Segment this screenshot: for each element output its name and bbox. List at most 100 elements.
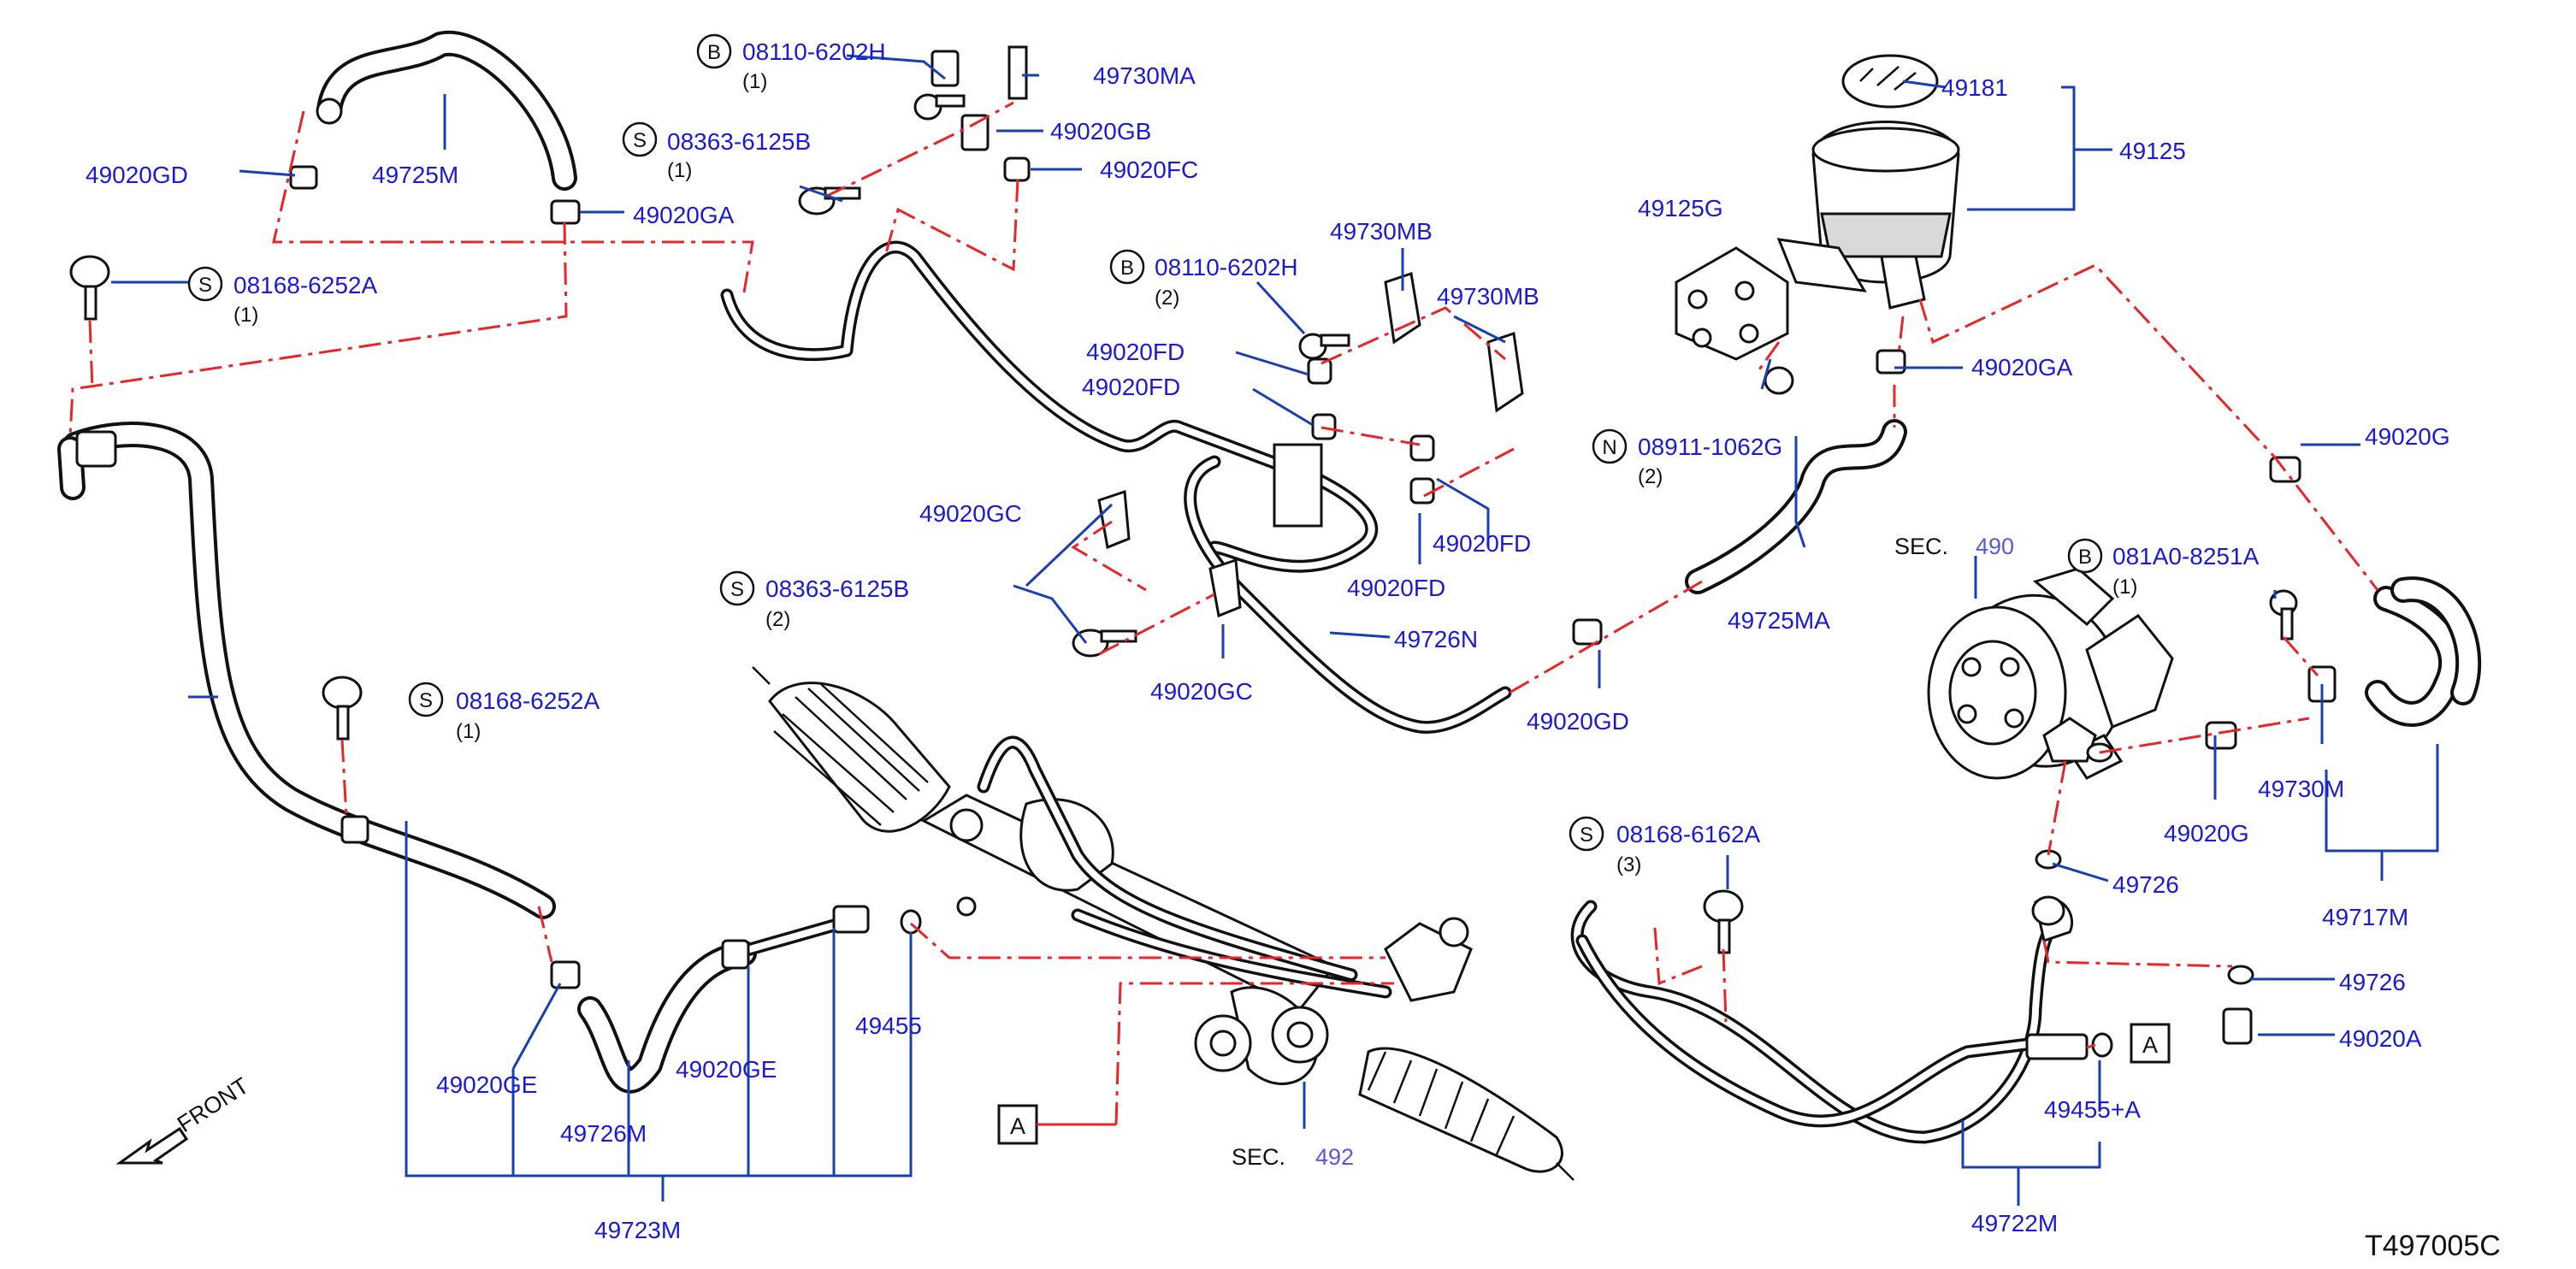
qty-s2: (1) — [233, 304, 258, 327]
section-refs: SEC. 490 SEC. 492 — [1232, 534, 2014, 1170]
label-49020GD-left: 49020GD — [86, 162, 188, 188]
part-b1: 08110-6202H — [742, 38, 886, 65]
drawing-number: T497005C — [2365, 1230, 2501, 1262]
callout-s1: S 08363-6125B (1) — [622, 121, 811, 182]
ref-box-a-right-label: A — [2142, 1032, 2158, 1058]
badge-s2: S — [198, 274, 212, 297]
pipe-49723M — [57, 422, 556, 919]
label-49722M: 49722M — [1971, 1210, 2058, 1237]
sec-prefix-pump: SEC. — [1894, 534, 1948, 559]
part-s4: 08168-6252A — [456, 688, 600, 714]
part-b2: 08110-6202H — [1155, 254, 1298, 280]
part-s3: 08363-6125B — [765, 575, 909, 602]
pipe-49722M — [1570, 900, 2068, 1144]
part-labels: 49181 49125 49125G 49020GA 49020G 49725M… — [86, 62, 2450, 1243]
label-49725M: 49725M — [372, 162, 458, 188]
front-arrow-icon — [115, 1126, 189, 1165]
steering-gear-assembly — [752, 666, 1575, 1181]
label-49726N: 49726N — [1394, 626, 1478, 652]
part-n1: 08911-1062G — [1638, 434, 1782, 460]
label-49730MB-b: 49730MB — [1437, 283, 1539, 310]
badge-s5: S — [1580, 823, 1593, 847]
power-steering-pump — [1927, 567, 2174, 780]
label-49020G-top: 49020G — [2365, 423, 2450, 450]
ref-box-a-right: A — [2130, 1023, 2171, 1064]
label-49723M: 49723M — [594, 1217, 681, 1243]
label-49717M: 49717M — [2322, 904, 2408, 930]
badge-s4: S — [419, 689, 433, 712]
qty-s1: (1) — [667, 159, 692, 182]
callout-b3: B 081A0-8251A (1) — [2067, 538, 2260, 599]
part-s5: 08168-6162A — [1616, 821, 1760, 847]
hose-49726M — [577, 912, 862, 1094]
label-49730MB-a: 49730MB — [1330, 218, 1433, 245]
part-s1: 08363-6125B — [667, 128, 811, 155]
front-label: FRONT — [173, 1072, 253, 1137]
ref-box-a-left-label: A — [1010, 1113, 1025, 1139]
leader-lines — [111, 54, 2439, 1206]
qty-b1: (1) — [742, 70, 767, 93]
label-49020GE-1: 49020GE — [436, 1071, 537, 1098]
pipe-upper-return — [720, 240, 1379, 573]
label-49020GC-2: 49020GC — [1150, 678, 1253, 705]
label-49020A: 49020A — [2339, 1025, 2422, 1052]
qty-s3: (2) — [765, 608, 790, 631]
label-49020FD-3: 49020FD — [1433, 530, 1531, 557]
label-49020G-low: 49020G — [2164, 820, 2249, 847]
label-49020FD-2: 49020FD — [1082, 374, 1180, 400]
callout-n1: N 08911-1062G (2) — [1592, 428, 1782, 488]
callout-s3: S 08363-6125B (2) — [719, 570, 909, 631]
label-49020GB: 49020GB — [1050, 118, 1151, 145]
front-indicator: FRONT — [115, 1072, 253, 1165]
label-49020GD-mid: 49020GD — [1527, 708, 1629, 735]
sec-492: 492 — [1315, 1144, 1354, 1170]
badge-b1: B — [707, 41, 721, 64]
hose-49717M — [2365, 576, 2482, 727]
label-49125G: 49125G — [1638, 195, 1723, 221]
callout-s2: S 08168-6252A (1) — [187, 266, 377, 327]
callout-b2: B 08110-6202H (2) — [1109, 249, 1298, 310]
bolt-callouts: B 08110-6202H (1) S 08363-6125B (1) S 08… — [187, 33, 2260, 876]
label-49020GC-1: 49020GC — [919, 500, 1022, 527]
centerlines — [68, 101, 2379, 1125]
label-49181: 49181 — [1941, 74, 2008, 101]
callout-s4: S 08168-6252A (1) — [408, 682, 600, 743]
label-49020FD-4: 49020FD — [1347, 575, 1445, 601]
part-b3: 081A0-8251A — [2112, 543, 2260, 570]
hose-49725M — [316, 30, 577, 191]
label-49455A: 49455+A — [2044, 1096, 2141, 1123]
label-49020FC: 49020FC — [1100, 156, 1198, 183]
label-49020FD-1: 49020FD — [1086, 339, 1185, 365]
label-49020GE-2: 49020GE — [676, 1056, 777, 1083]
badge-b3: B — [2078, 546, 2092, 569]
badge-b2: B — [1120, 257, 1134, 280]
label-49725MA: 49725MA — [1728, 607, 1830, 634]
label-49726-b: 49726 — [2339, 969, 2406, 995]
label-49726M: 49726M — [560, 1120, 647, 1147]
label-49730M: 49730M — [2258, 776, 2344, 802]
qty-s5: (3) — [1616, 853, 1641, 876]
reservoir-assembly — [1776, 54, 1960, 310]
sec-490: 490 — [1976, 534, 2014, 559]
ref-box-a-left: A — [997, 1104, 1116, 1145]
qty-b2: (2) — [1155, 286, 1179, 310]
badge-s3: S — [730, 578, 744, 601]
part-s2: 08168-6252A — [233, 272, 377, 298]
pipe-49726N — [1184, 455, 1512, 734]
label-49455: 49455 — [855, 1012, 922, 1039]
label-49726-a: 49726 — [2112, 871, 2179, 898]
badge-n1: N — [1602, 436, 1616, 459]
label-49020GA-res: 49020GA — [1971, 354, 2073, 381]
qty-n1: (2) — [1638, 465, 1663, 488]
qty-b3: (1) — [2112, 575, 2137, 599]
qty-s4: (1) — [456, 720, 481, 743]
label-49020GA-top: 49020GA — [633, 202, 735, 228]
label-49125: 49125 — [2119, 138, 2186, 164]
bolt-shapes — [69, 93, 2298, 954]
callout-b1: B 08110-6202H (1) — [696, 33, 886, 93]
callout-s5: S 08168-6162A (3) — [1569, 816, 1760, 876]
label-49730MA: 49730MA — [1093, 62, 1196, 89]
sec-prefix-gear: SEC. — [1232, 1144, 1285, 1170]
